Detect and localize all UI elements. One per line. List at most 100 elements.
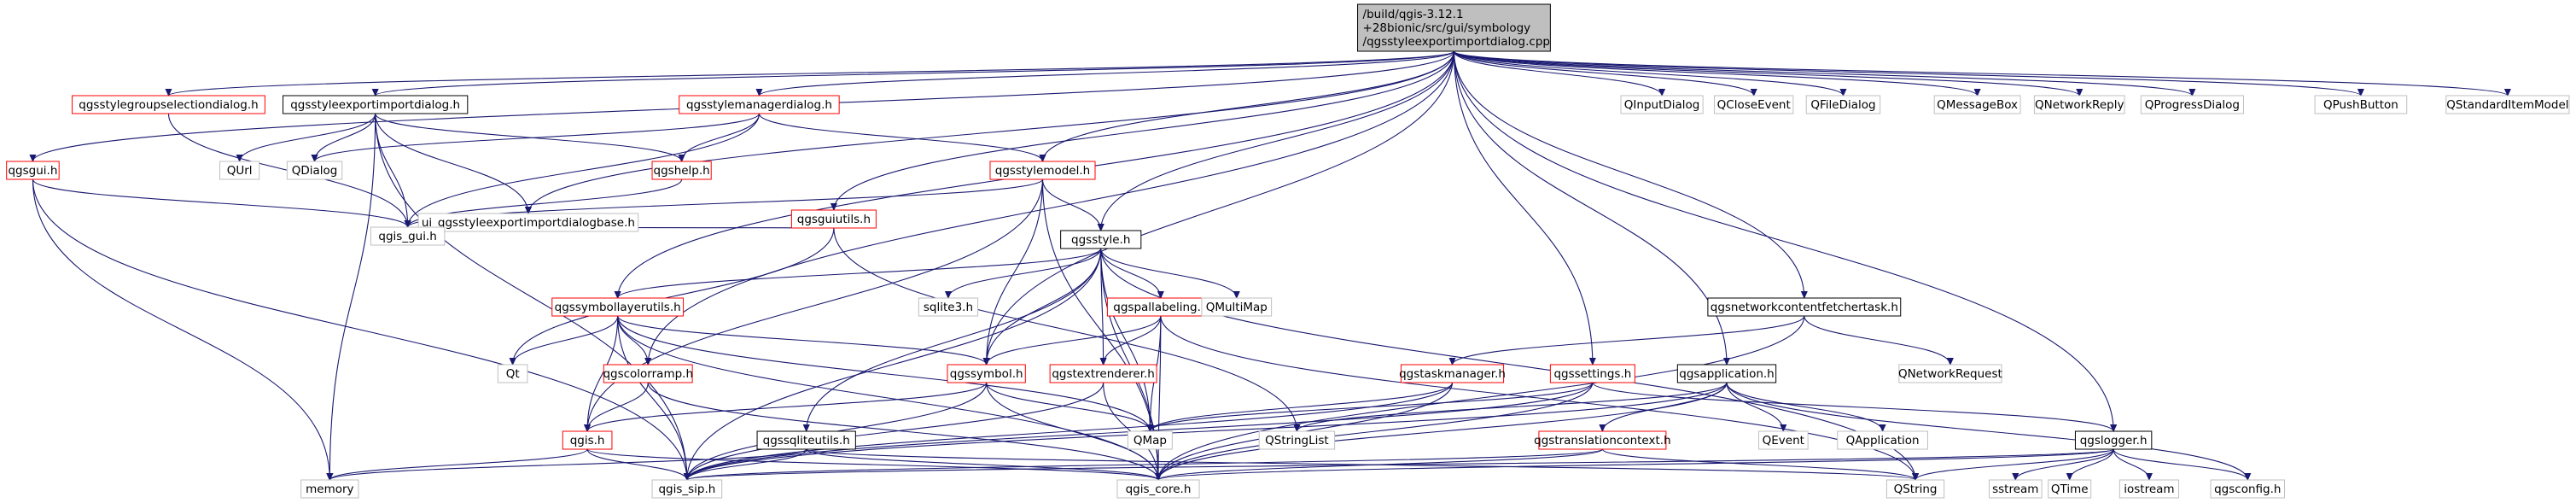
node-qgsstyle-label-0: qgsstyle.h	[1071, 233, 1130, 247]
edge-root-to-qpushbutton	[1453, 50, 2360, 96]
node-colorramp-label-0: qgscolorramp.h	[603, 367, 693, 381]
node-groupsel[interactable]: qgsstylegroupselectiondialog.h	[72, 95, 265, 114]
node-qapplication-box	[1837, 430, 1928, 450]
node-root[interactable]: /build/qgis-3.12.1+28bionic/src/gui/symb…	[1357, 3, 1551, 52]
node-qcloseevent-label-0: QCloseEvent	[1717, 98, 1791, 112]
node-sqlite3-box	[918, 297, 979, 317]
node-qapplication[interactable]: QApplication	[1837, 430, 1928, 450]
node-settings[interactable]: qgssettings.h	[1549, 364, 1635, 383]
edge-taskmanager-to-qgissip	[687, 382, 1454, 480]
node-sstream[interactable]: sstream	[1989, 479, 2043, 499]
node-uibase[interactable]: ui_qgsstyleexportimportdialogbase.h	[417, 213, 639, 232]
node-qgshelp-label-0: qgshelp.h	[654, 164, 710, 178]
node-qgssymbol-label-0: qgssymbol.h	[950, 367, 1023, 381]
node-translation[interactable]: qgstranslationcontext.h	[1534, 430, 1671, 450]
node-qprogressdialog[interactable]: QProgressDialog	[2140, 95, 2244, 114]
node-stylemanager-label-0: qgsstylemanagerdialog.h	[686, 98, 832, 112]
edge-qgsstyle-to-qmap	[1100, 248, 1151, 431]
edge-application-to-qevent	[1726, 382, 1783, 431]
edge-sqliteutils-to-memory	[329, 448, 807, 480]
node-iostream-label-0: iostream	[2124, 483, 2174, 496]
node-netfetcher[interactable]: qgsnetworkcontentfetchertask.h	[1707, 297, 1902, 317]
node-qnetworkrequest[interactable]: QNetworkRequest	[1898, 364, 2002, 383]
node-guiutils[interactable]: qgsguiutils.h	[790, 209, 877, 229]
node-memory[interactable]: memory	[300, 479, 359, 499]
node-textrenderer[interactable]: qgstextrenderer.h	[1049, 364, 1157, 383]
node-taskmanager[interactable]: qgstaskmanager.h	[1399, 364, 1506, 383]
node-sqlite3[interactable]: sqlite3.h	[918, 297, 979, 317]
node-qmultimap-label-0: QMultiMap	[1206, 301, 1268, 314]
node-qevent-label-0: QEvent	[1763, 434, 1804, 447]
node-qgiscore[interactable]: qgis_core.h	[1116, 479, 1200, 499]
node-qgissip[interactable]: qgis_sip.h	[651, 479, 723, 499]
node-qgsconfig[interactable]: qgsconfig.h	[2210, 479, 2286, 499]
edge-pallabeling-to-qgssymbol	[987, 315, 1162, 365]
node-qcloseevent[interactable]: QCloseEvent	[1714, 95, 1794, 114]
node-netfetcher-label-0: qgsnetworkcontentfetchertask.h	[1711, 301, 1898, 314]
node-qinputdialog[interactable]: QInputDialog	[1620, 95, 1704, 114]
node-colorramp[interactable]: qgscolorramp.h	[603, 364, 693, 383]
node-colorramp-box	[603, 364, 693, 383]
node-qmessagebox[interactable]: QMessageBox	[1933, 95, 2021, 114]
node-qstringlist-box	[1258, 430, 1336, 450]
node-qgsgui-box	[6, 161, 60, 180]
node-qprogressdialog-label-0: QProgressDialog	[2145, 98, 2240, 112]
node-pallabeling[interactable]: qgspallabeling.h	[1106, 297, 1215, 317]
node-qmultimap-box	[1201, 297, 1273, 317]
node-sqliteutils[interactable]: qgssqliteutils.h	[756, 430, 856, 450]
edge-root-to-guiutils	[834, 50, 1455, 210]
node-qgssymbol[interactable]: qgssymbol.h	[947, 364, 1026, 383]
edge-root-to-netfetcher	[1453, 50, 1804, 298]
node-qgsconfig-box	[2210, 479, 2286, 499]
node-qtime-box	[2048, 479, 2092, 499]
node-qgis[interactable]: qgis.h	[562, 430, 613, 450]
edge-qgsgui-to-memory	[32, 178, 329, 480]
edge-taskmanager-to-qmap	[1150, 382, 1454, 431]
edge-exportimport-to-memory	[329, 113, 376, 480]
edge-guiutils-to-qstringlist	[833, 227, 1297, 431]
node-qgsstyle[interactable]: qgsstyle.h	[1060, 230, 1142, 249]
node-guiutils-box	[790, 209, 877, 229]
node-qstringlist-label-0: QStringList	[1265, 434, 1329, 447]
node-qmultimap[interactable]: QMultiMap	[1201, 297, 1273, 317]
node-qstandarditemmodel-box	[2445, 95, 2570, 114]
node-qgisgui[interactable]: qgis_gui.h	[370, 226, 446, 246]
node-iostream[interactable]: iostream	[2118, 479, 2180, 499]
node-qtime[interactable]: QTime	[2048, 479, 2092, 499]
node-sstream-label-0: sstream	[1992, 483, 2038, 496]
node-translation-box	[1538, 430, 1667, 450]
node-qnetworkreply[interactable]: QNetworkReply	[2033, 95, 2125, 114]
node-qstring[interactable]: QString	[1885, 479, 1945, 499]
node-qevent[interactable]: QEvent	[1757, 430, 1809, 450]
edge-application-to-qstringlist	[1297, 382, 1728, 431]
edge-symbollayerutils-to-qt	[513, 315, 619, 365]
edge-translation-to-qgissip	[687, 448, 1603, 480]
node-groupsel-box	[72, 95, 265, 114]
node-qgissip-box	[651, 479, 723, 499]
node-application[interactable]: qgsapplication.h	[1676, 364, 1777, 383]
node-qmap[interactable]: QMap	[1127, 430, 1173, 450]
edge-qgsgui-to-qgisgui	[32, 178, 407, 227]
edge-layer	[32, 50, 2507, 480]
node-qgsgui-label-0: qgsgui.h	[8, 164, 57, 178]
edge-symbollayerutils-to-qgssymbol	[617, 315, 987, 365]
node-stylemanager[interactable]: qgsstylemanagerdialog.h	[679, 95, 840, 114]
node-qstringlist[interactable]: QStringList	[1258, 430, 1336, 450]
node-symbollayerutils[interactable]: qgssymbollayerutils.h	[551, 297, 685, 317]
node-qgsstyle-box	[1060, 230, 1142, 249]
node-logger[interactable]: qgslogger.h	[2074, 430, 2153, 450]
node-root-label-2: /qgsstyleexportimportdialog.cpp	[1363, 35, 1550, 49]
node-exportimport[interactable]: qgsstyleexportimportdialog.h	[283, 95, 469, 114]
node-qt-box	[497, 364, 528, 383]
node-stylemodel[interactable]: qgsstylemodel.h	[989, 161, 1096, 180]
node-qdialog[interactable]: QDialog	[286, 161, 343, 180]
node-root-label-1: +28bionic/src/gui/symbology	[1363, 21, 1531, 35]
node-qfiledialog[interactable]: QFileDialog	[1805, 95, 1881, 114]
node-qstandarditemmodel[interactable]: QStandardItemModel	[2445, 95, 2570, 114]
node-qgsgui[interactable]: qgsgui.h	[6, 161, 60, 180]
node-qurl[interactable]: QUrl	[219, 161, 260, 180]
node-qt[interactable]: Qt	[497, 364, 528, 383]
node-qpushbutton[interactable]: QPushButton	[2314, 95, 2408, 114]
node-qgshelp[interactable]: qgshelp.h	[651, 161, 712, 180]
node-qstring-box	[1885, 479, 1945, 499]
